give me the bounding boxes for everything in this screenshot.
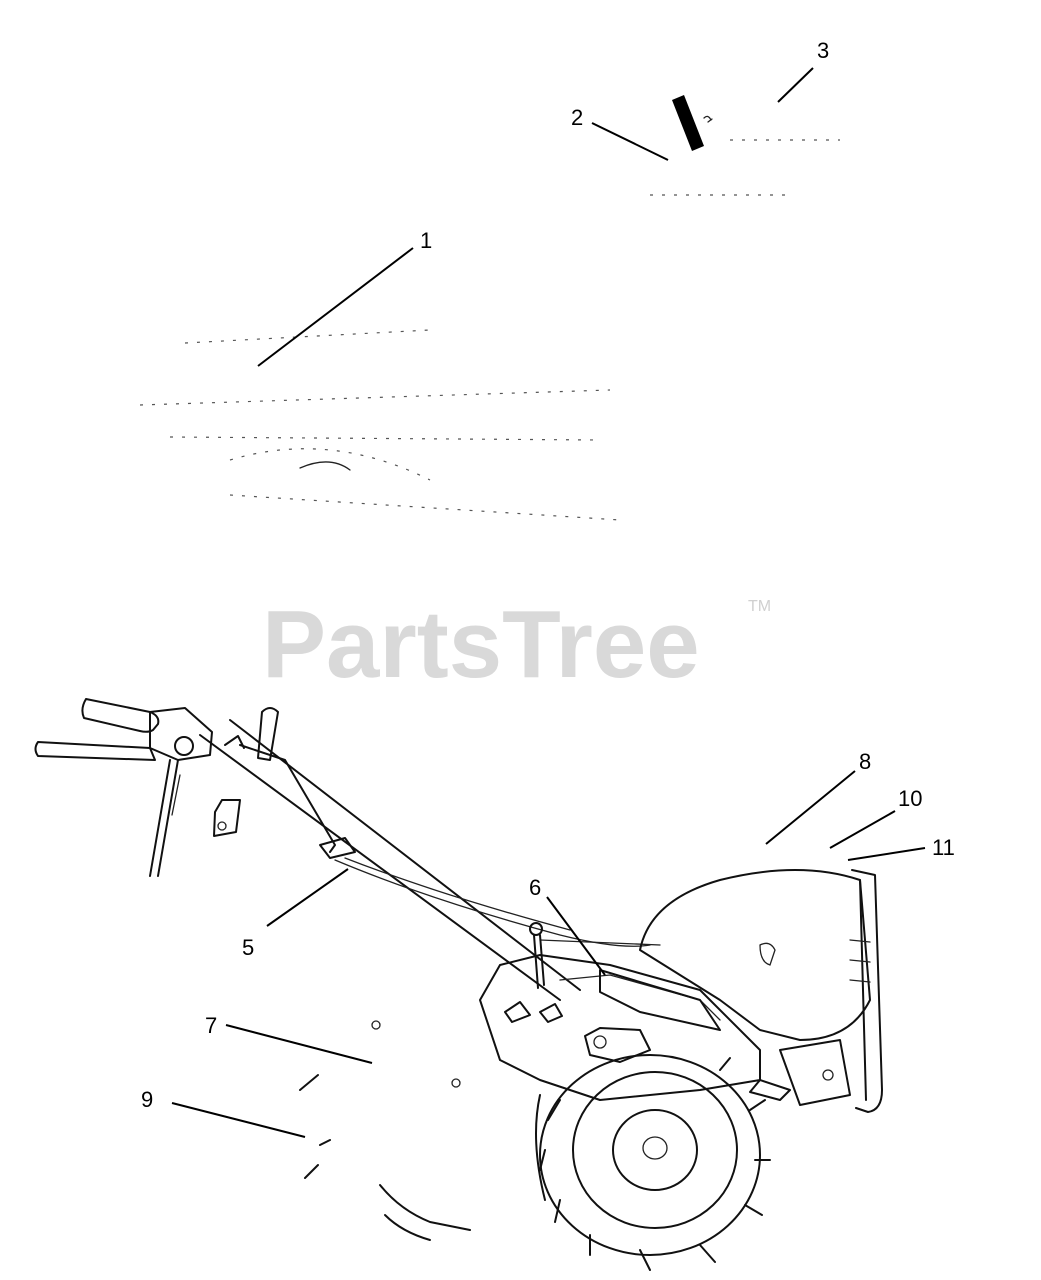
- callout-8[interactable]: 8: [859, 749, 871, 774]
- leader-5: [266, 868, 349, 927]
- leader-3: [777, 67, 814, 103]
- watermark-text: PartsTree: [262, 591, 700, 698]
- leader-10: [829, 810, 896, 849]
- callout-5[interactable]: 5: [242, 935, 254, 960]
- faint-decal-outline: [139, 139, 840, 521]
- watermark-tm: TM: [748, 598, 771, 615]
- callout-11[interactable]: 11: [932, 835, 955, 860]
- callout-7[interactable]: 7: [205, 1013, 217, 1038]
- leader-2: [591, 122, 669, 161]
- callout-labels: 1 2 3 5 6 7 8 9 10 11: [141, 38, 955, 1112]
- leader-9: [171, 1102, 306, 1138]
- callout-1[interactable]: 1: [420, 228, 432, 253]
- leader-11: [847, 847, 926, 861]
- callout-6[interactable]: 6: [529, 875, 541, 900]
- leader-8: [765, 770, 856, 845]
- callout-3[interactable]: 3: [817, 38, 829, 63]
- leader-1: [257, 247, 414, 367]
- callout-2[interactable]: 2: [571, 105, 583, 130]
- leader-6: [546, 896, 606, 976]
- decal-strip-part: [672, 95, 713, 151]
- callout-9[interactable]: 9: [141, 1087, 153, 1112]
- tiller-drawing: [34, 698, 883, 1271]
- callout-10[interactable]: 10: [898, 786, 922, 811]
- leader-7: [225, 1024, 373, 1064]
- leader-lines: [171, 67, 926, 1138]
